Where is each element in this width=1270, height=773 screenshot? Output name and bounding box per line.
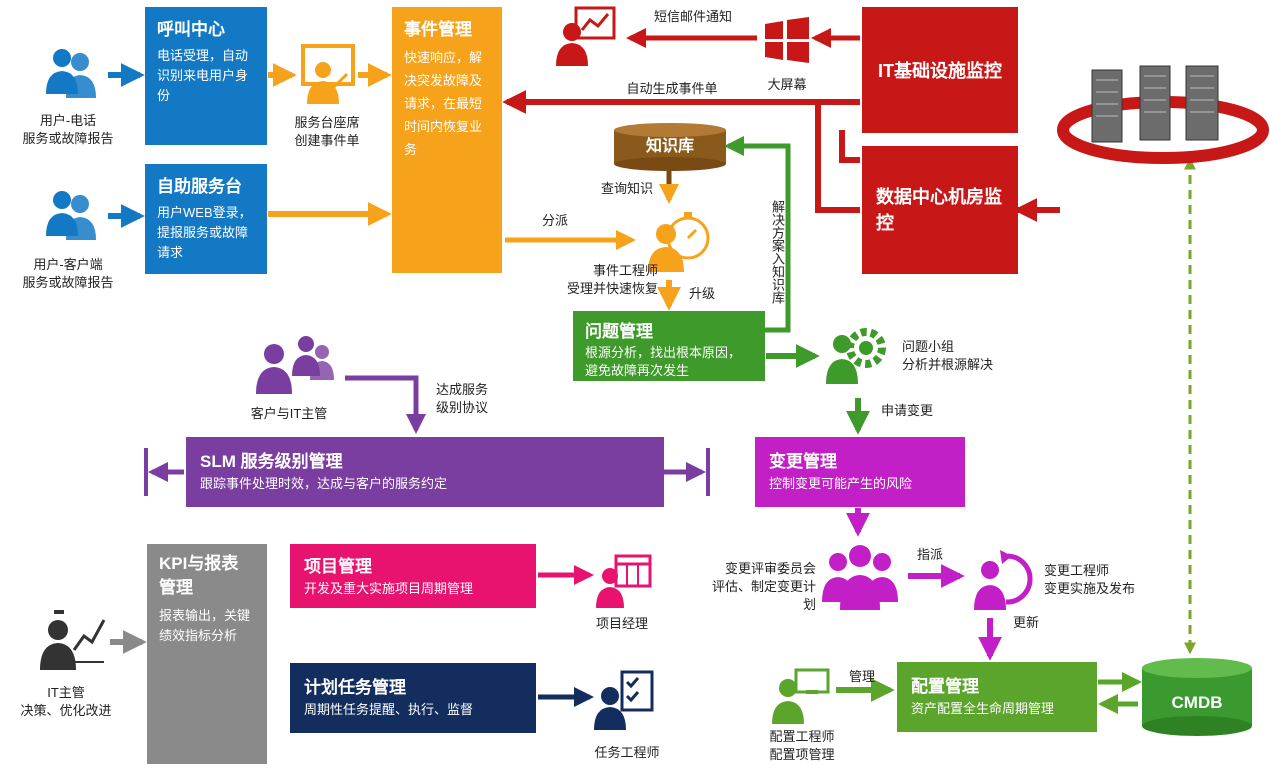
- customer-group-icon: [256, 336, 334, 394]
- line-datacenter-link: [815, 102, 860, 213]
- kpi-title: KPI与报表管理: [159, 554, 239, 597]
- cab-label: 变更评审委员会 评估、制定变更计划: [711, 561, 816, 612]
- cmdb-label: CMDB: [1171, 693, 1223, 712]
- knowledge-base-label: 知识库: [645, 138, 694, 155]
- kpi-box[interactable]: KPI与报表管理 报表输出，关键绩效指标分析: [147, 544, 267, 764]
- it-infra-box[interactable]: IT基础设施监控: [862, 7, 1018, 133]
- project-box[interactable]: 项目管理 开发及重大实施项目周期管理: [290, 544, 536, 608]
- manager-chart-icon: [40, 610, 106, 670]
- solution-to-kb-label: 解决方案入知识库: [770, 200, 785, 304]
- escalate-label: 升级: [688, 286, 715, 301]
- problem-box[interactable]: 问题管理 根源分析，找出根本原因，避免故障再次发生: [573, 311, 765, 381]
- checklist-person-icon: [594, 670, 654, 730]
- self-service-title: 自助服务台: [157, 177, 242, 196]
- kpi-desc: 报表输出，关键绩效指标分析: [159, 608, 251, 643]
- task-engineer-label: 任务工程师: [594, 745, 660, 760]
- sla-reach-label: 达成服务 级别协议: [436, 382, 489, 415]
- call-center-desc: 电话受理，自动识别来电用户身份: [157, 48, 249, 103]
- project-manager-label: 项目经理: [595, 616, 648, 631]
- call-center-title: 呼叫中心: [157, 20, 225, 39]
- windows-screen-icon: [765, 17, 809, 63]
- config-title: 配置管理: [911, 677, 979, 696]
- plan-task-box[interactable]: 计划任务管理 周期性任务提醒、执行、监督: [290, 663, 536, 733]
- slm-desc: 跟踪事件处理时效，达成与客户的服务约定: [200, 476, 448, 491]
- self-service-box[interactable]: 自助服务台 用户WEB登录，提报服务或故障请求: [145, 164, 267, 274]
- arrow-solution-to-kb: [724, 136, 791, 333]
- review-board-icon: [822, 545, 898, 610]
- gear-person-icon: [826, 328, 886, 384]
- phone-user-label: 用户-电话 服务或故障报告: [22, 113, 114, 146]
- datacenter-box[interactable]: 数据中心机房监控: [862, 146, 1018, 274]
- incident-title: 事件管理: [404, 20, 472, 39]
- self-service-desc: 用户WEB登录，提报服务或故障请求: [157, 205, 252, 260]
- change-desc: 控制变更可能产生的风险: [769, 476, 913, 491]
- cmdb-cylinder: [1142, 658, 1252, 736]
- sms-notice-label: 短信邮件通知: [653, 9, 732, 24]
- problem-desc: 根源分析，找出根本原因，避免故障再次发生: [585, 345, 742, 378]
- change-engineer-icon: [974, 550, 1033, 610]
- client-it-label: 客户与IT主管: [250, 406, 328, 421]
- change-title: 变更管理: [769, 452, 837, 471]
- arrow-sla: [345, 375, 426, 434]
- assign-label: 指派: [916, 547, 943, 562]
- it-infra-title: IT基础设施监控: [878, 61, 1002, 81]
- apply-change-label: 申请变更: [880, 403, 933, 418]
- big-screen-label: 大屏幕: [767, 77, 807, 92]
- client-user-label: 用户-客户端 服务或故障报告: [22, 257, 114, 290]
- incident-engineer-label: 事件工程师 受理并快速恢复: [566, 263, 658, 296]
- users-icon-phone: [46, 49, 96, 98]
- users-icon-client: [46, 191, 96, 240]
- server-rack-icon: [1057, 65, 1269, 164]
- auto-ticket-label: 自动生成事件单: [626, 81, 718, 96]
- config-box[interactable]: 配置管理 资产配置全生命周期管理: [897, 662, 1097, 732]
- project-desc: 开发及重大实施项目周期管理: [304, 581, 474, 596]
- manage-label: 管理: [848, 669, 875, 684]
- call-center-box[interactable]: 呼叫中心 电话受理，自动识别来电用户身份: [145, 7, 267, 145]
- project-title: 项目管理: [304, 557, 372, 576]
- problem-title: 问题管理: [585, 322, 653, 341]
- datacenter-title: 数据中心机房监控: [876, 187, 1002, 233]
- query-knowledge-label: 查询知识: [600, 181, 653, 196]
- slm-title: SLM 服务级别管理: [200, 452, 343, 471]
- config-engineer-label: 配置工程师 配置项管理: [769, 729, 835, 762]
- alert-person-icon: [556, 6, 616, 66]
- presenter-icon: [301, 44, 355, 104]
- it-manager-label: IT主管 决策、优化改进: [20, 685, 112, 718]
- knowledge-base-cylinder: [614, 123, 726, 171]
- problem-team-label: 问题小组 分析并根源解决: [902, 339, 994, 372]
- update-label: 更新: [1012, 615, 1039, 630]
- change-engineer-label: 变更工程师 变更实施及发布: [1044, 563, 1136, 596]
- plan-task-title: 计划任务管理: [304, 678, 406, 697]
- service-desk-label: 服务台座席 创建事件单: [294, 115, 360, 148]
- incident-desc: 快速响应，解决突发故障及请求，在最短时间内恢复业务: [404, 50, 483, 157]
- dispatch-label: 分派: [541, 213, 568, 228]
- change-box[interactable]: 变更管理 控制变更可能产生的风险: [755, 437, 965, 507]
- calendar-person-icon: [596, 554, 652, 608]
- line-datacenter-to-infra: [839, 130, 860, 163]
- config-engineer-icon: [772, 668, 830, 724]
- slm-box[interactable]: SLM 服务级别管理 跟踪事件处理时效，达成与客户的服务约定: [186, 437, 664, 507]
- plan-task-desc: 周期性任务提醒、执行、监督: [304, 702, 474, 717]
- stopwatch-engineer-icon: [648, 212, 710, 272]
- config-desc: 资产配置全生命周期管理: [911, 701, 1055, 716]
- incident-box[interactable]: 事件管理 快速响应，解决突发故障及请求，在最短时间内恢复业务: [392, 7, 502, 273]
